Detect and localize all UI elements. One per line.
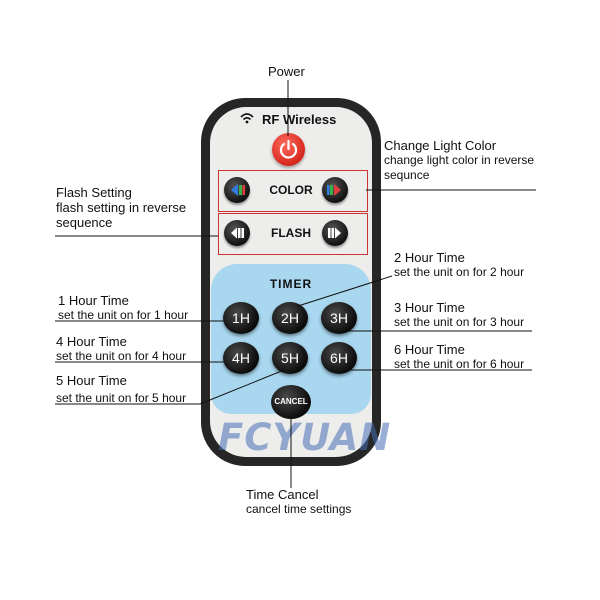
flash-label: FLASH	[271, 226, 311, 240]
callout-hour-1-desc: set the unit on for 1 hour	[58, 308, 189, 322]
callout-hour-5: 5 Hour Time set the unit on for 5 hour	[56, 373, 186, 406]
callout-time-cancel: Time Cancel cancel time settings	[246, 487, 351, 517]
callout-hour-3: 3 Hour Time set the unit on for 3 hour	[394, 300, 524, 330]
callout-hour-4-desc: set the unit on for 4 hour	[56, 349, 187, 363]
callout-power: Power	[268, 64, 305, 79]
cancel-button[interactable]: CANCEL	[271, 385, 311, 419]
flash-right-arrow-icon	[328, 227, 341, 239]
rf-wireless-header: RF Wireless	[240, 110, 380, 128]
callout-hour-3-desc: set the unit on for 3 hour	[394, 315, 525, 329]
flash-left-arrow-icon	[231, 227, 244, 239]
callout-hour-1: 1 Hour Time set the unit on for 1 hour	[58, 293, 188, 323]
flash-prev-button[interactable]	[224, 220, 250, 246]
wireless-icon	[240, 112, 254, 127]
color-row-highlight	[218, 170, 368, 212]
callout-flash-setting-desc2: sequence	[56, 215, 113, 230]
callout-hour-6: 6 Hour Time set the unit on for 6 hour	[394, 342, 524, 372]
callout-change-light-color-title: Change Light Color	[384, 138, 497, 153]
hour-5-button[interactable]: 5H	[272, 342, 308, 374]
power-icon	[279, 139, 298, 159]
hour-3-button[interactable]: 3H	[321, 302, 357, 334]
flash-next-button[interactable]	[322, 220, 348, 246]
callout-hour-5-desc: set the unit on for 5 hour	[56, 391, 187, 405]
hour-6-button[interactable]: 6H	[321, 342, 357, 374]
callout-hour-3-title: 3 Hour Time	[394, 300, 465, 315]
callout-flash-setting: Flash Setting flash setting in reverse s…	[56, 185, 186, 230]
color-right-arrow-icon	[327, 184, 341, 196]
callout-change-light-color: Change Light Color change light color in…	[384, 138, 534, 183]
callout-flash-setting-title: Flash Setting	[56, 185, 132, 200]
callout-hour-2-title: 2 Hour Time	[394, 250, 465, 265]
callout-hour-2: 2 Hour Time set the unit on for 2 hour	[394, 250, 524, 280]
callout-time-cancel-title: Time Cancel	[246, 487, 319, 502]
callout-hour-6-title: 6 Hour Time	[394, 342, 465, 357]
hour-2-button[interactable]: 2H	[272, 302, 308, 334]
callout-change-light-color-desc2: sequnce	[384, 168, 430, 182]
flash-row-highlight	[218, 213, 368, 255]
callout-hour-1-title: 1 Hour Time	[58, 293, 129, 308]
hour-1-button[interactable]: 1H	[223, 302, 259, 334]
callout-hour-4: 4 Hour Time set the unit on for 4 hour	[56, 334, 186, 364]
color-next-button[interactable]	[322, 177, 348, 203]
callout-flash-setting-desc: flash setting in reverse	[56, 200, 187, 215]
color-prev-button[interactable]	[224, 177, 250, 203]
color-left-arrow-icon	[231, 184, 245, 196]
hour-4-button[interactable]: 4H	[223, 342, 259, 374]
callout-change-light-color-desc: change light color in reverse	[384, 153, 535, 167]
callout-power-title: Power	[268, 64, 305, 79]
color-label: COLOR	[269, 183, 313, 197]
rf-wireless-label: RF Wireless	[262, 111, 337, 127]
timer-label: TIMER	[269, 277, 313, 291]
callout-time-cancel-desc: cancel time settings	[246, 502, 352, 516]
callout-hour-2-desc: set the unit on for 2 hour	[394, 265, 525, 279]
callout-hour-6-desc: set the unit on for 6 hour	[394, 357, 525, 371]
watermark-logo: FCYUAN	[218, 416, 392, 459]
callout-hour-4-title: 4 Hour Time	[56, 334, 127, 349]
power-button[interactable]	[272, 133, 305, 166]
callout-hour-5-title: 5 Hour Time	[56, 373, 127, 388]
